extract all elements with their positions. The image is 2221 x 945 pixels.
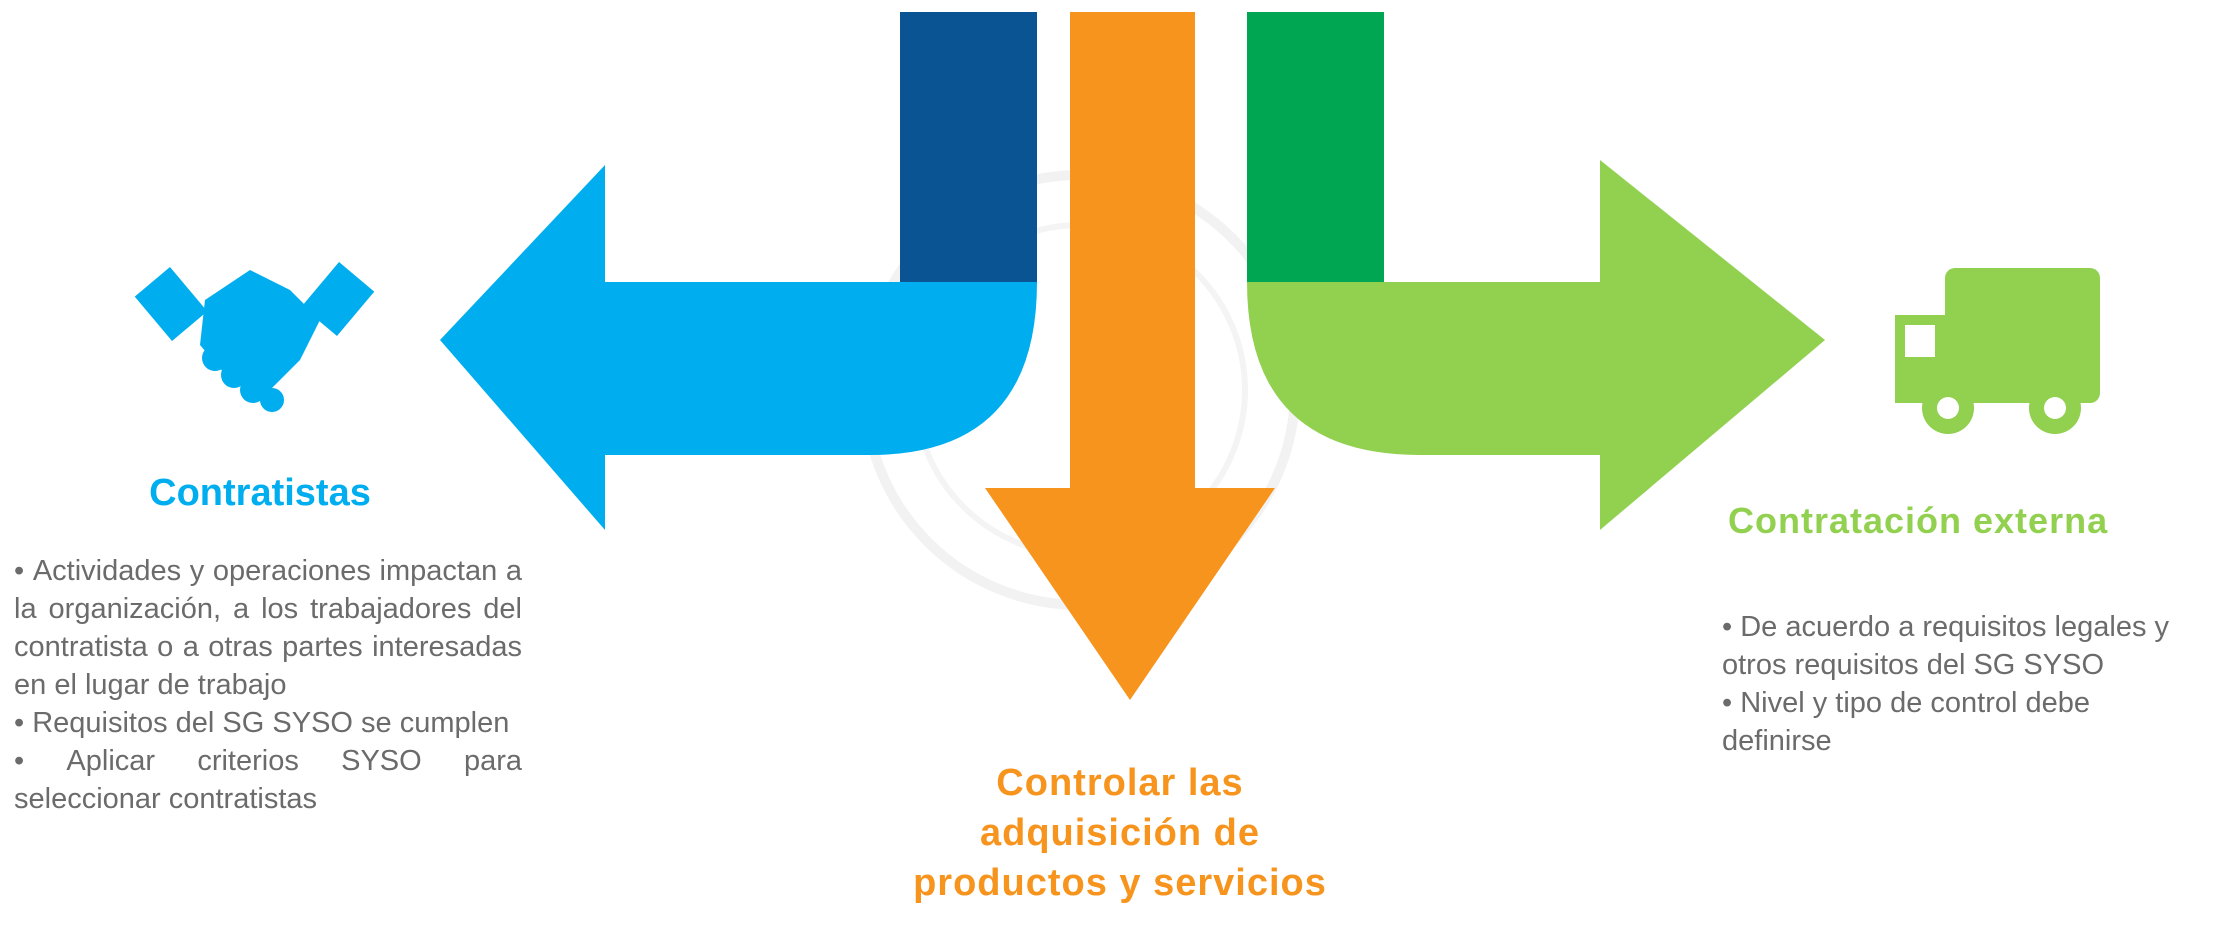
contratistas-bullets: Actividades y operaciones impactan a la … <box>14 552 522 818</box>
list-item: Requisitos del SG SYSO se cumplen <box>14 704 522 742</box>
list-item: Actividades y operaciones impactan a la … <box>14 552 522 704</box>
left-arrow <box>440 12 1037 530</box>
title-line: Controlar las <box>996 762 1244 804</box>
handshake-icon <box>134 262 375 412</box>
contratacion-externa-title: Contratación externa <box>1728 500 2109 541</box>
right-arrow <box>1247 12 1825 530</box>
list-item: Nivel y tipo de control debe definirse <box>1722 684 2202 760</box>
contratistas-title: Contratistas <box>149 472 371 514</box>
right-arrow-stem <box>1247 12 1384 282</box>
contratacion-externa-bullets: De acuerdo a requisitos legales y otros … <box>1722 608 2202 760</box>
title-line: productos y servicios <box>913 862 1327 904</box>
list-item: De acuerdo a requisitos legales y otros … <box>1722 608 2202 684</box>
title-line: adquisición de <box>979 812 1261 854</box>
controlar-adquisicion-title: Controlar las adquisición de productos y… <box>870 758 1370 908</box>
left-arrow-body <box>440 165 1037 530</box>
left-arrow-stem <box>900 12 1037 282</box>
right-arrow-body <box>1247 160 1825 530</box>
list-item: Aplicar criterios SYSO para seleccionar … <box>14 742 522 818</box>
truck-icon <box>1895 268 2100 434</box>
center-down-arrow <box>985 12 1275 700</box>
